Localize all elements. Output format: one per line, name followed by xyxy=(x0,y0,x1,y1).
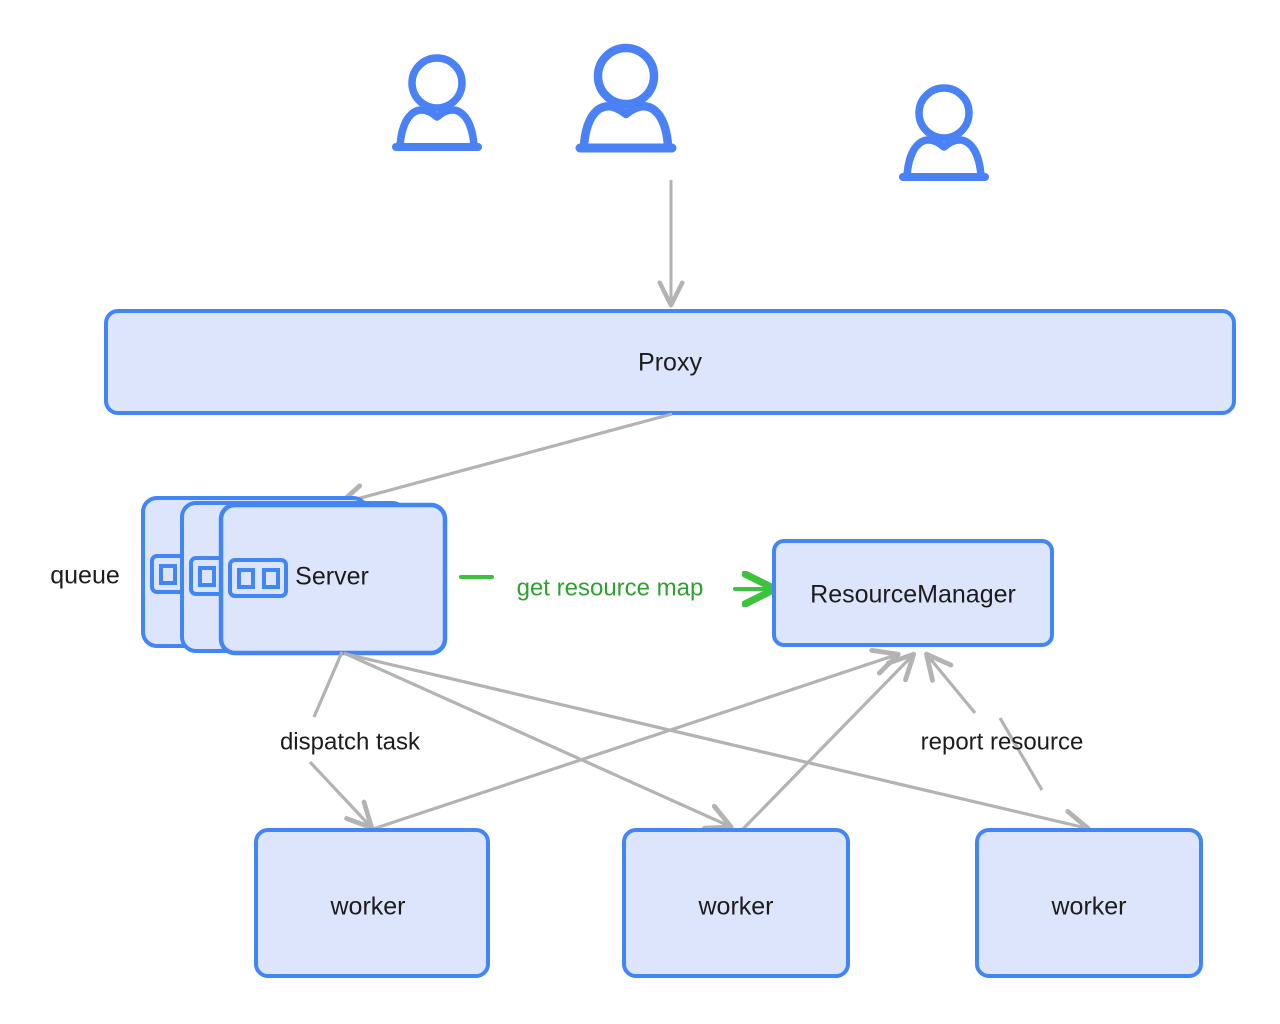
node-server[interactable]: Server xyxy=(141,496,448,656)
queue-label: queue xyxy=(50,562,120,590)
worker3-label: worker xyxy=(1050,893,1126,921)
node-proxy[interactable]: Proxy xyxy=(104,309,1236,415)
actor-user-2 xyxy=(575,43,677,153)
node-worker1[interactable]: worker xyxy=(254,828,490,978)
user-icon xyxy=(575,43,677,153)
edge-worker1-to-resourcemanager xyxy=(369,648,901,832)
user-icon xyxy=(899,84,989,181)
report-resource-label: report resource xyxy=(921,728,1084,755)
edge-server-to-worker2 xyxy=(343,651,734,831)
edge-server-to-worker3 xyxy=(345,652,1091,838)
node-worker2[interactable]: worker xyxy=(622,828,850,978)
dispatch-task-label: dispatch task xyxy=(280,728,421,755)
edge-worker2-to-resourcemanager xyxy=(740,651,917,832)
worker2-box xyxy=(622,828,850,978)
worker3-box xyxy=(975,828,1203,978)
proxy-label: Proxy xyxy=(638,349,702,377)
user-icon xyxy=(392,54,482,151)
server-label: Server xyxy=(295,563,369,591)
edge-server-to-worker1 xyxy=(308,651,375,831)
actor-user-3 xyxy=(899,84,989,181)
worker2-label: worker xyxy=(697,893,773,921)
server-box-front xyxy=(218,502,448,656)
edge-server-to-resourcemanager: get resource map xyxy=(459,574,772,601)
node-worker3[interactable]: worker xyxy=(975,828,1203,978)
queue-icon-front xyxy=(228,558,288,598)
worker1-label: worker xyxy=(329,893,405,921)
edge-proxy-to-server xyxy=(337,412,673,512)
edge-worker3-to-resourcemanager xyxy=(924,651,1044,791)
resourcemanager-label: ResourceManager xyxy=(810,581,1016,609)
worker1-box xyxy=(254,828,490,978)
resourcemanager-box xyxy=(772,539,1054,647)
node-resourcemanager[interactable]: ResourceManager xyxy=(772,539,1054,647)
actor-user-1 xyxy=(392,54,482,151)
get-resource-map-label: get resource map xyxy=(517,574,704,601)
